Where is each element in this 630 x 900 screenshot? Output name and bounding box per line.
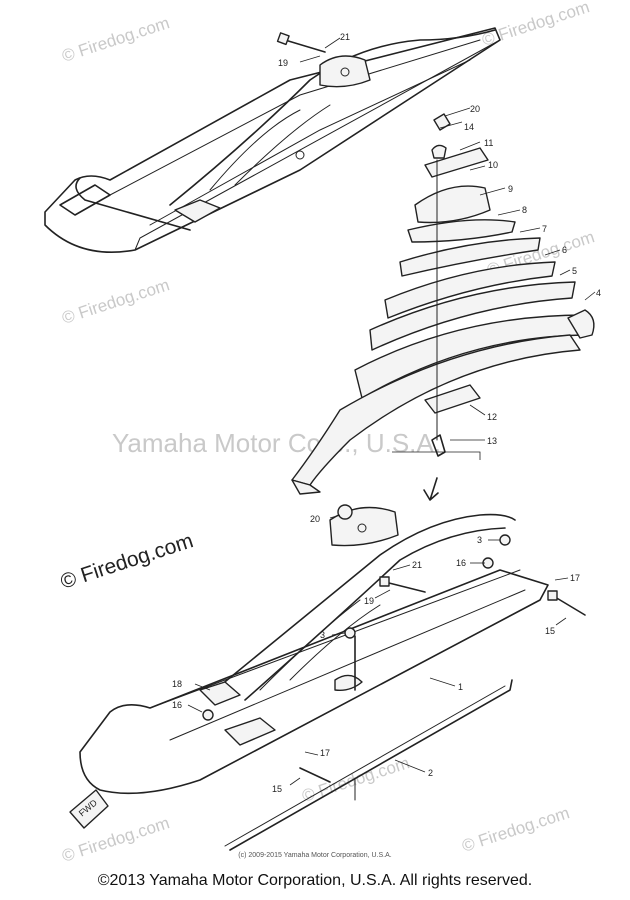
footer-copyright: ©2013 Yamaha Motor Corporation, U.S.A. A… (97, 872, 533, 889)
callout-3-center: 3 (320, 630, 325, 640)
callout-21-lower: 21 (412, 560, 422, 570)
small-copyright: (c) 2009-2015 Yamaha Motor Corporation, … (238, 852, 392, 859)
lower-ski (79, 504, 586, 851)
callout-2: 2 (428, 768, 433, 778)
callout-3-right: 3 (477, 535, 482, 545)
callout-17-left: 17 (320, 748, 330, 758)
callout-16-right: 16 (456, 558, 466, 568)
callout-20-lower: 20 (310, 514, 320, 524)
callout-15-left: 15 (272, 784, 282, 794)
callout-1: 1 (458, 682, 463, 692)
callout-20-upper: 20 (470, 104, 480, 114)
upper-ski (44, 27, 501, 253)
callout-17-right: 17 (570, 573, 580, 583)
leaf-spring-stack (291, 113, 595, 501)
callout-14: 14 (464, 122, 474, 132)
callout-numbers: 21 19 20 14 11 10 9 8 7 6 5 4 12 13 20 3… (172, 32, 601, 794)
callout-7: 7 (542, 224, 547, 234)
callout-10: 10 (488, 160, 498, 170)
callout-12: 12 (487, 412, 497, 422)
callout-8: 8 (522, 205, 527, 215)
watermark-center: Yamaha Motor Corp., U.S.A. (112, 428, 441, 458)
callout-15-right: 15 (545, 626, 555, 636)
callout-19-lower: 19 (364, 596, 374, 606)
callout-11: 11 (484, 138, 493, 148)
callout-9: 9 (508, 184, 513, 194)
leader-lines (187, 37, 596, 786)
callout-6: 6 (562, 245, 567, 255)
callout-4: 4 (596, 288, 601, 298)
callout-18: 18 (172, 679, 182, 689)
callout-16-left: 16 (172, 700, 182, 710)
callout-5: 5 (572, 266, 577, 276)
callout-13: 13 (487, 436, 497, 446)
callout-21-upper: 21 (340, 32, 350, 42)
forward-direction-mark: FWD (69, 789, 109, 829)
callout-19-upper: 19 (278, 58, 288, 68)
